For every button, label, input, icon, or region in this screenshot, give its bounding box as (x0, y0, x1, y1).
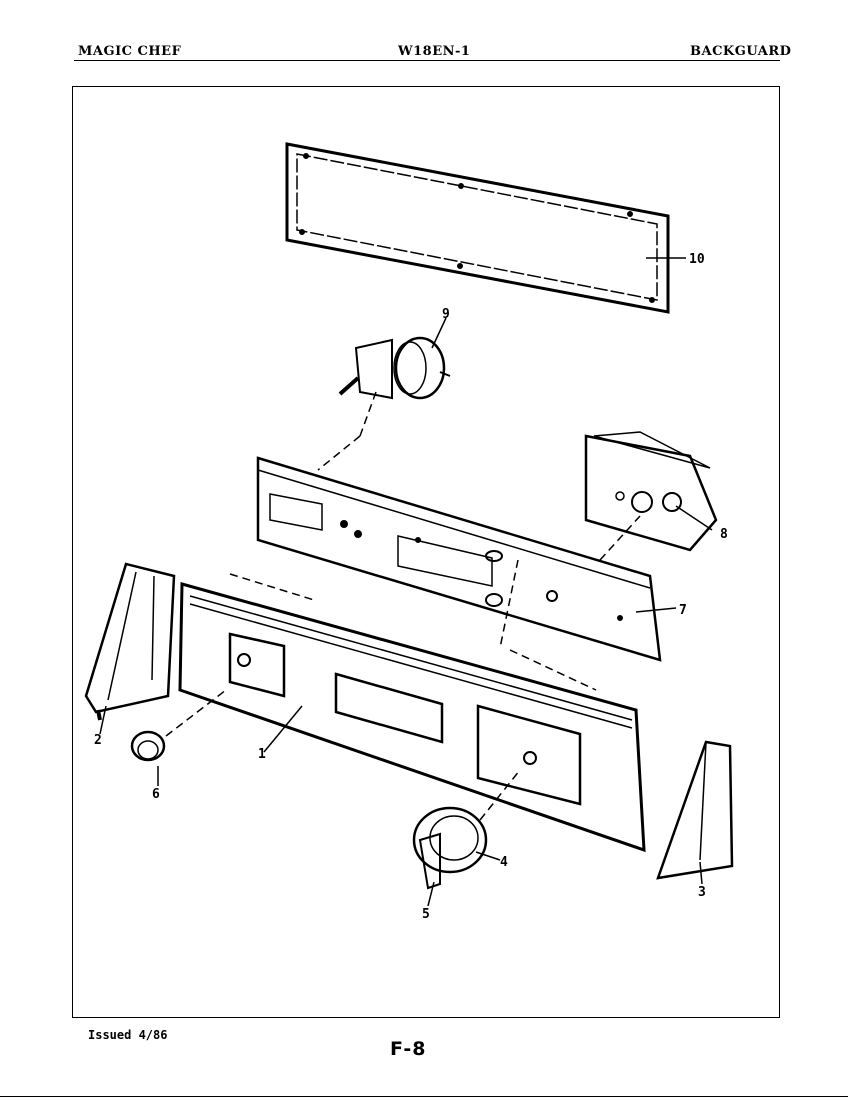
callout-2: 2 (94, 733, 102, 748)
header-section: BACKGUARD (690, 44, 792, 59)
part-4-5-main-knob (412, 769, 521, 890)
callout-8: 8 (720, 527, 728, 542)
callout-3: 3 (698, 885, 706, 900)
callout-7: 7 (679, 603, 687, 618)
callout-9: 9 (442, 307, 450, 322)
part-8-timer (584, 431, 718, 561)
issued-date: Issued 4/86 (88, 1028, 168, 1042)
header-model: W18EN-1 (398, 44, 471, 59)
callout-5: 5 (422, 907, 430, 922)
callout-4: 4 (500, 855, 508, 870)
callout-10: 10 (689, 252, 705, 267)
header-rule (74, 60, 780, 61)
bottom-rule (0, 1096, 848, 1097)
part-3-right-end-cap (656, 740, 734, 880)
part-10-rear-panel (285, 142, 670, 314)
header-brand: MAGIC CHEF (78, 44, 182, 59)
callout-leaders (99, 257, 713, 907)
diagram-frame (72, 86, 780, 1018)
part-7-control-bracket (256, 456, 662, 662)
part-6-small-knob (130, 689, 227, 762)
part-1-control-panel (178, 559, 646, 853)
part-9-pressure-switch (317, 336, 451, 471)
part-2-left-end-cap (84, 562, 176, 721)
callout-1: 1 (258, 747, 266, 762)
callout-6: 6 (152, 787, 160, 802)
page-number: F-8 (390, 1038, 427, 1060)
